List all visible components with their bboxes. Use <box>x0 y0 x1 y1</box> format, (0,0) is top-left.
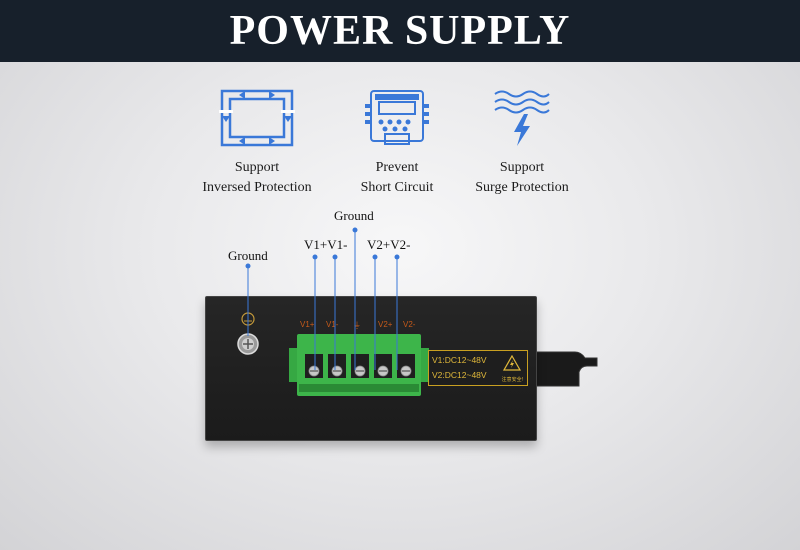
circuit-board-icon <box>365 90 429 145</box>
page-title: POWER SUPPLY <box>229 8 571 54</box>
feature-line1: Prevent <box>375 160 419 175</box>
warning-text: 注意安全! <box>501 377 523 383</box>
feature-line1: Support <box>499 160 545 175</box>
feature-short-circuit: Prevent Short Circuit <box>317 88 477 198</box>
voltage-rating-label: V1:DC12~48V V2:DC12~48V 注意安全! <box>428 350 528 386</box>
feature-inversed-protection: Support Inversed Protection <box>177 88 337 198</box>
callout-ground-left: Ground <box>228 248 268 263</box>
callout-v2: V2+V2- <box>367 237 411 252</box>
callout-ground-top: Ground <box>334 208 374 223</box>
callout-v1: V1+V1- <box>304 237 348 252</box>
feature-line2: Inversed Protection <box>202 180 312 195</box>
terminal-block <box>289 334 429 396</box>
pin-label-v2-plus: V2+ <box>378 320 393 329</box>
feature-line2: Surge Protection <box>475 180 569 195</box>
reverse-polarity-icon <box>219 89 295 147</box>
pin-label-v2-minus: V2- <box>403 320 416 329</box>
surge-lightning-icon <box>494 90 550 146</box>
feature-line1: Support <box>234 160 280 175</box>
pin-label-ground: ⏚ <box>353 321 361 330</box>
feature-line2: Short Circuit <box>360 180 434 195</box>
feature-surge-protection: Support Surge Protection <box>442 88 602 198</box>
pin-label-v1-plus: V1+ <box>300 320 315 329</box>
rating-v2: V2:DC12~48V <box>432 370 487 380</box>
din-rail-clip <box>535 351 598 387</box>
pin-label-v1-minus: V1- <box>326 320 339 329</box>
warning-triangle-icon <box>503 355 521 371</box>
rating-v1: V1:DC12~48V <box>432 355 487 365</box>
header-bar: POWER SUPPLY <box>0 0 800 62</box>
